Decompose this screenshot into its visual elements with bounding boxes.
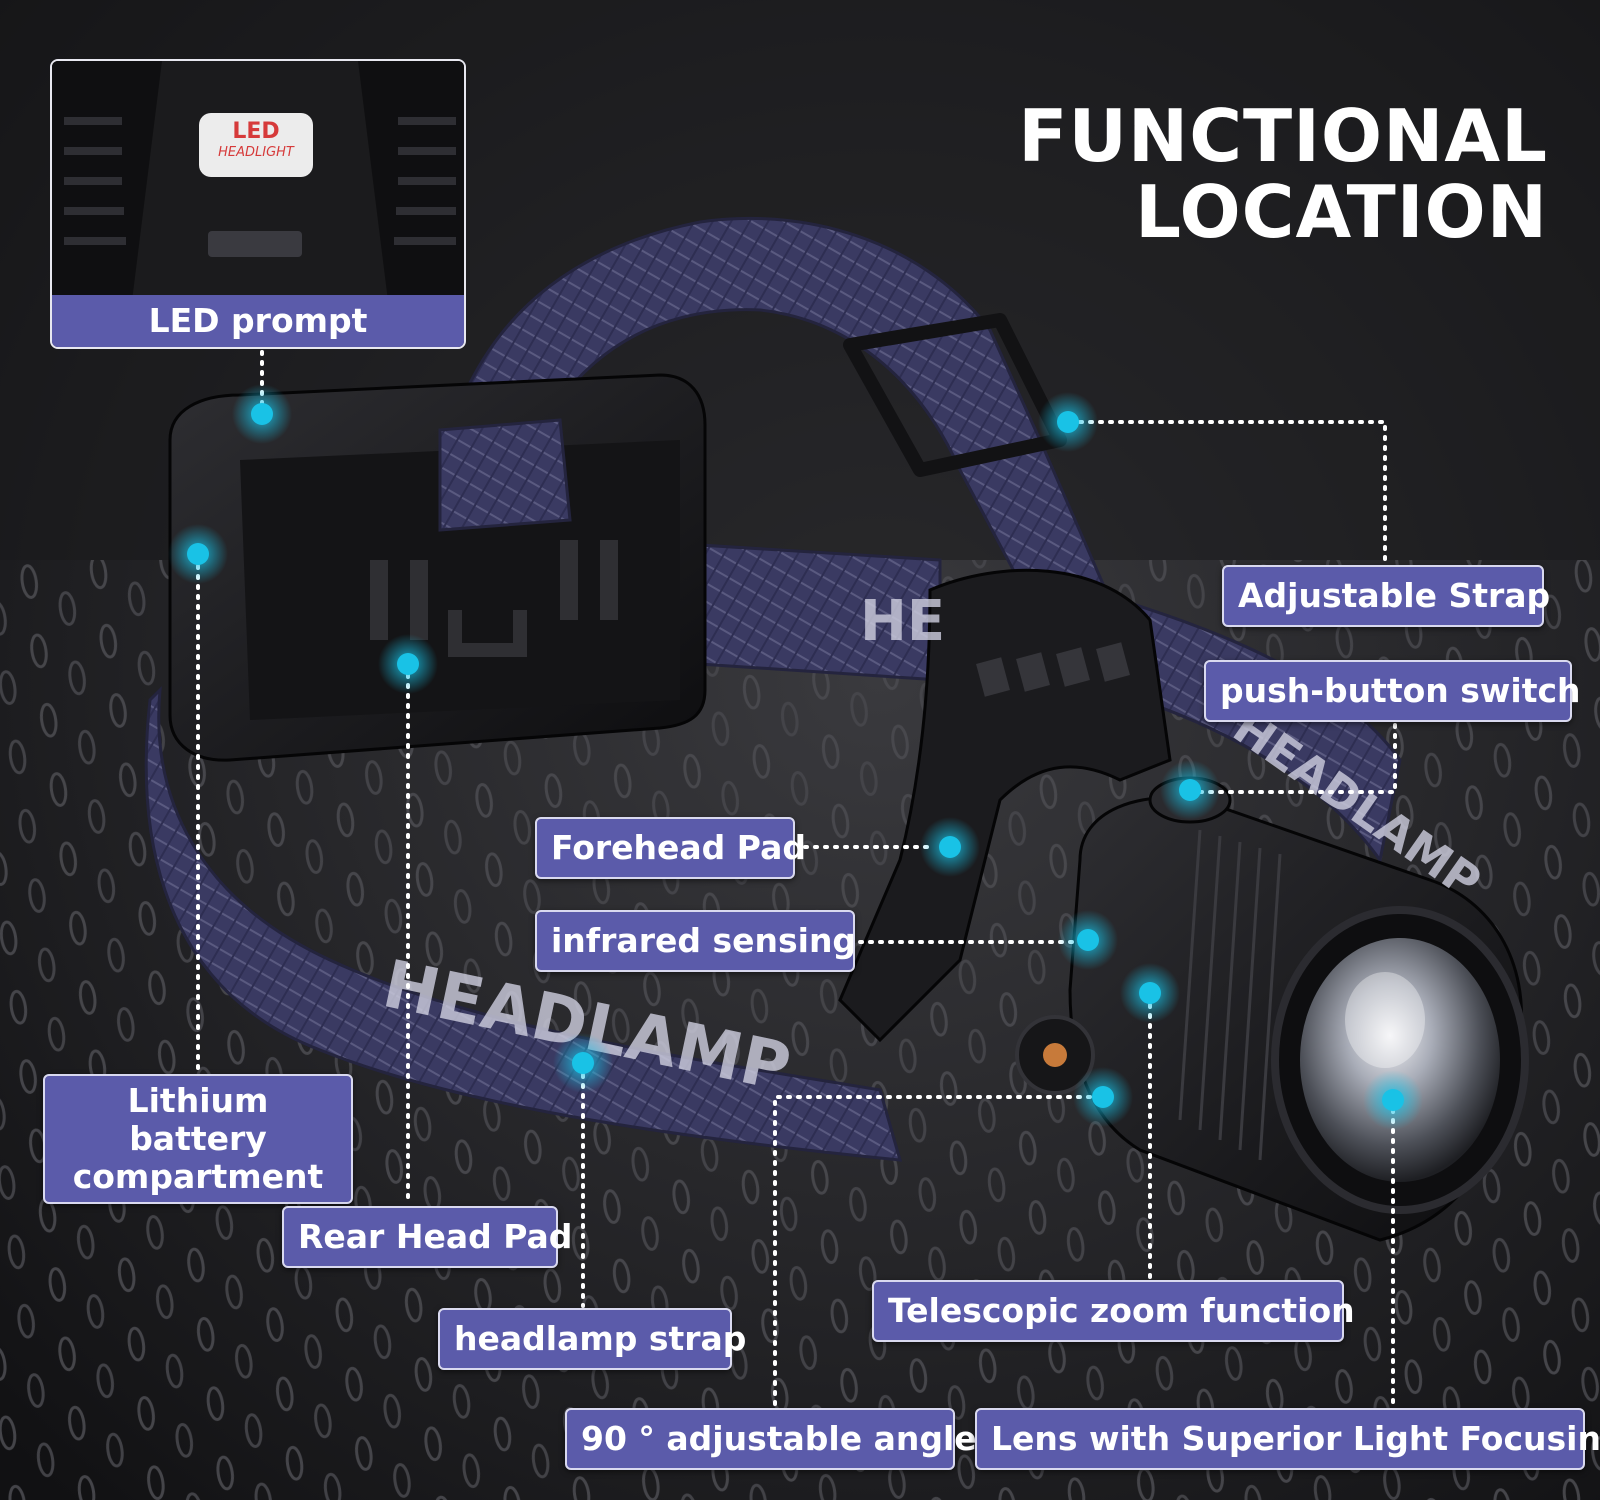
marker-infrared xyxy=(1058,910,1118,970)
label-adjustable-strap: Adjustable Strap xyxy=(1222,565,1550,627)
label-rear-head-pad: Rear Head Pad xyxy=(282,1206,572,1268)
label-telescopic-zoom: Telescopic zoom function xyxy=(872,1280,1355,1342)
marker-push-button xyxy=(1160,760,1220,820)
title-line-1: FUNCTIONAL xyxy=(1018,94,1548,178)
marker-led-prompt xyxy=(232,384,292,444)
label-adjustable-angle: 90 ° adjustable angle xyxy=(565,1408,977,1470)
led-prompt-inset: LED HEADLIGHT LED prompt xyxy=(50,59,466,349)
marker-battery xyxy=(168,524,228,584)
led-headlight-badge: LED HEADLIGHT xyxy=(199,113,313,177)
label-lithium-battery-line1: Lithium battery xyxy=(127,1081,269,1158)
marker-telescopic-zoom xyxy=(1120,963,1180,1023)
marker-forehead-pad xyxy=(920,817,980,877)
marker-rear-pad xyxy=(378,634,438,694)
badge-led-text: LED xyxy=(232,119,280,144)
marker-lens xyxy=(1363,1070,1423,1130)
marker-adjustable-strap xyxy=(1038,392,1098,452)
label-push-button-switch: push-button switch xyxy=(1204,660,1581,722)
label-lens-focusing: Lens with Superior Light Focusing xyxy=(975,1408,1600,1470)
label-lithium-battery: Lithium battery compartment xyxy=(43,1074,353,1204)
badge-headlight-text: HEADLIGHT xyxy=(218,145,294,160)
marker-headlamp-strap xyxy=(553,1033,613,1093)
label-headlamp-strap: headlamp strap xyxy=(438,1308,746,1370)
svg-text:HE: HE xyxy=(860,589,945,654)
led-prompt-caption: LED prompt xyxy=(52,295,464,347)
led-inset-photo xyxy=(52,61,464,301)
page-title: FUNCTIONAL LOCATION xyxy=(1018,98,1548,250)
label-forehead-pad: Forehead Pad xyxy=(535,817,806,879)
label-infrared-sensing: infrared sensing xyxy=(535,910,856,972)
title-line-2: LOCATION xyxy=(1135,170,1548,254)
marker-adjustable-angle xyxy=(1073,1067,1133,1127)
label-lithium-battery-line2: compartment xyxy=(72,1157,324,1196)
